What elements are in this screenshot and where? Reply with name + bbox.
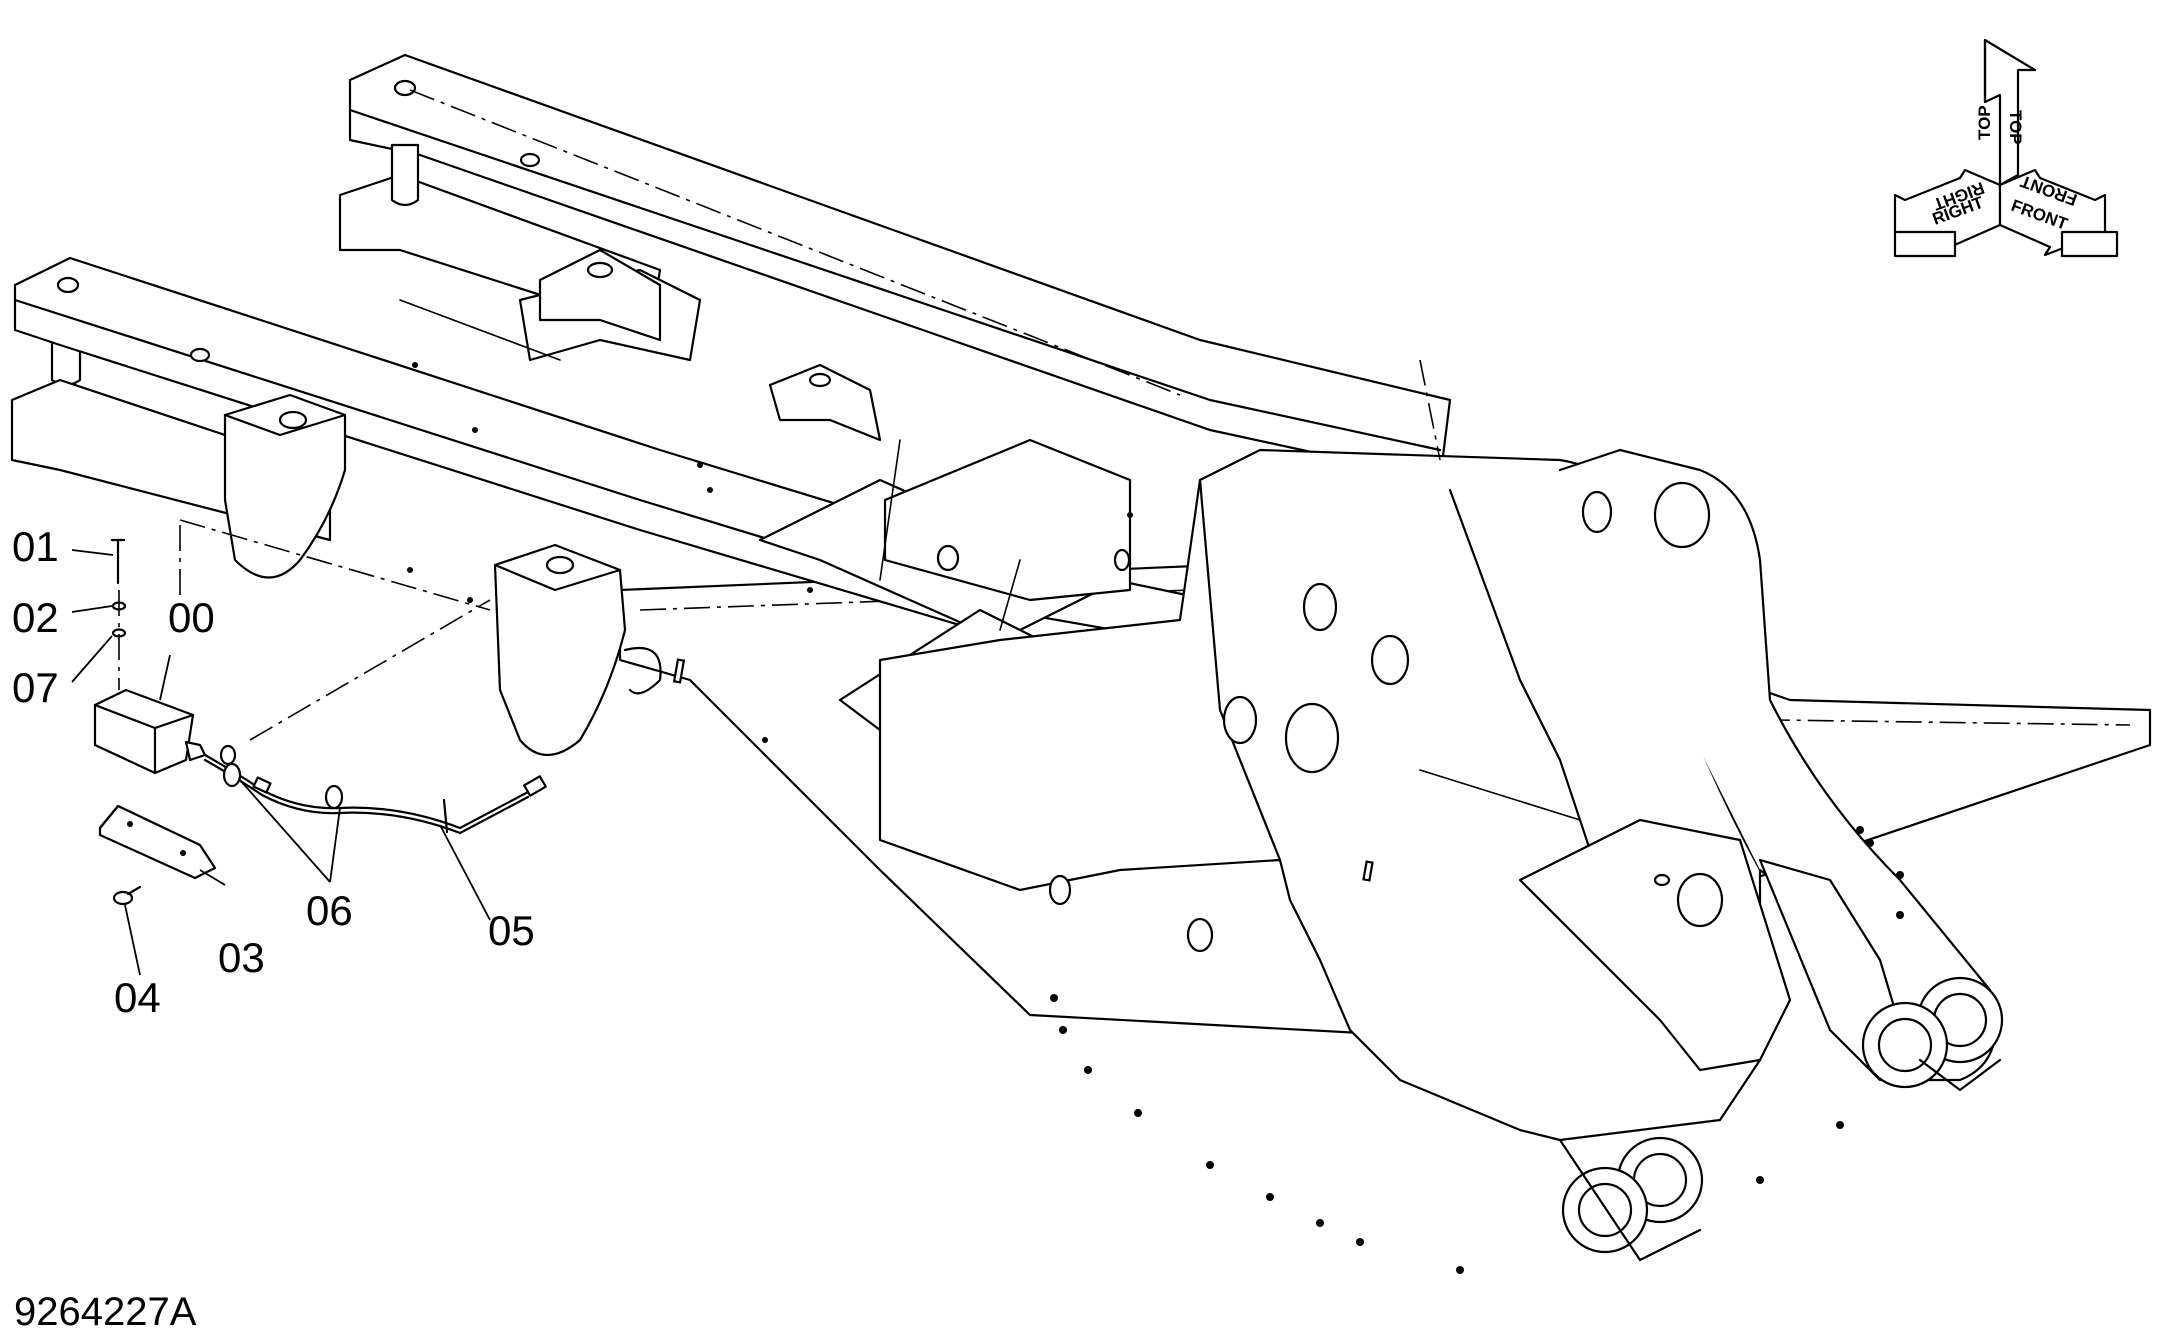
part-00-buzzer xyxy=(93,688,207,775)
callout-05: 05 xyxy=(488,907,535,954)
callout-01: 01 xyxy=(12,523,59,570)
callout-labels: 01 02 07 00 03 04 06 05 xyxy=(12,523,535,1021)
callout-04: 04 xyxy=(114,974,161,1021)
callout-06: 06 xyxy=(306,887,353,934)
leader-lines xyxy=(71,549,491,976)
assembly-centerlines xyxy=(179,89,1441,741)
callout-00: 00 xyxy=(168,594,215,641)
callout-07: 07 xyxy=(12,664,59,711)
part-06-clips xyxy=(219,744,344,810)
orientation-top-label-mirror: TOP xyxy=(1975,105,1994,140)
part-05-harness xyxy=(203,753,547,835)
buzzer-assembly xyxy=(93,538,547,906)
main-frame xyxy=(10,53,2152,1274)
part-01-screw xyxy=(110,538,126,585)
part-03-bracket xyxy=(98,804,217,880)
orientation-top-label: TOP xyxy=(2006,110,2025,145)
callout-02: 02 xyxy=(12,594,59,641)
callout-03: 03 xyxy=(218,934,265,981)
document-id: 9264227A xyxy=(14,1290,197,1334)
part-04-bolt xyxy=(112,885,142,906)
orientation-indicator: TOP TOP RIGHT RIGHT FRONT FRONT xyxy=(1893,38,2119,258)
